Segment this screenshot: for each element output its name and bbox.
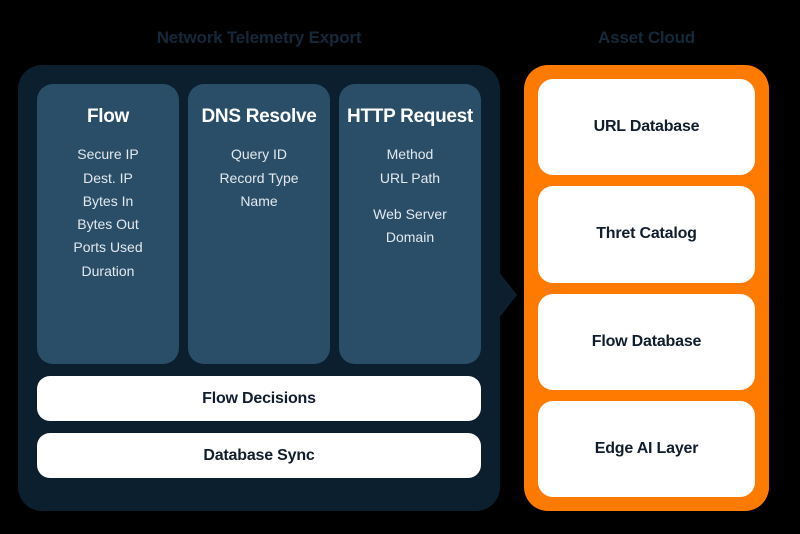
asset-cloud-panel: URL Database Thret Catalog Flow Database…: [524, 65, 769, 511]
list-item: Bytes Out: [77, 216, 139, 233]
list-item: Duration: [81, 262, 135, 279]
column-item-list: Secure IP Dest. IP Bytes In Bytes Out Po…: [73, 144, 142, 282]
list-item: Bytes In: [82, 192, 134, 209]
telemetry-column-dns-resolve: DNS Resolve Query ID Record Type Name: [188, 84, 330, 364]
asset-card-thret-catalog[interactable]: Thret Catalog: [538, 186, 755, 283]
list-item: Web Server: [373, 205, 447, 222]
right-section-title: Asset Cloud: [598, 28, 695, 47]
telemetry-column-http-request: HTTP Request Method URL Path Web Server …: [339, 84, 481, 364]
list-item: Query ID: [230, 146, 287, 163]
asset-card-edge-ai-layer[interactable]: Edge AI Layer: [538, 400, 755, 497]
list-item: URL Path: [379, 169, 441, 186]
list-item: Method: [386, 146, 434, 163]
list-item: Dest. IP: [83, 169, 133, 186]
flow-decisions-bar[interactable]: Flow Decisions: [37, 376, 481, 421]
left-section-title: Network Telemetry Export: [156, 28, 362, 47]
column-item-list: Method URL Path Web Server Domain: [373, 144, 447, 248]
network-telemetry-panel: Flow Secure IP Dest. IP Bytes In Bytes O…: [18, 65, 500, 511]
list-item: Ports Used: [73, 239, 143, 256]
telemetry-column-flow: Flow Secure IP Dest. IP Bytes In Bytes O…: [37, 84, 179, 364]
list-item: Domain: [385, 229, 435, 246]
asset-card-url-database[interactable]: URL Database: [538, 79, 755, 176]
list-item: Record Type: [219, 169, 299, 186]
asset-card-flow-database[interactable]: Flow Database: [538, 293, 755, 390]
list-item: Name: [240, 192, 278, 209]
list-item: Secure IP: [77, 146, 139, 163]
arrow-right-icon: [499, 272, 517, 318]
database-sync-bar[interactable]: Database Sync: [37, 433, 481, 478]
column-title: HTTP Request: [347, 106, 473, 127]
telemetry-columns: Flow Secure IP Dest. IP Bytes In Bytes O…: [37, 84, 481, 364]
column-title: Flow: [86, 106, 130, 127]
column-item-list: Query ID Record Type Name: [219, 144, 298, 212]
column-title: DNS Resolve: [201, 106, 317, 127]
